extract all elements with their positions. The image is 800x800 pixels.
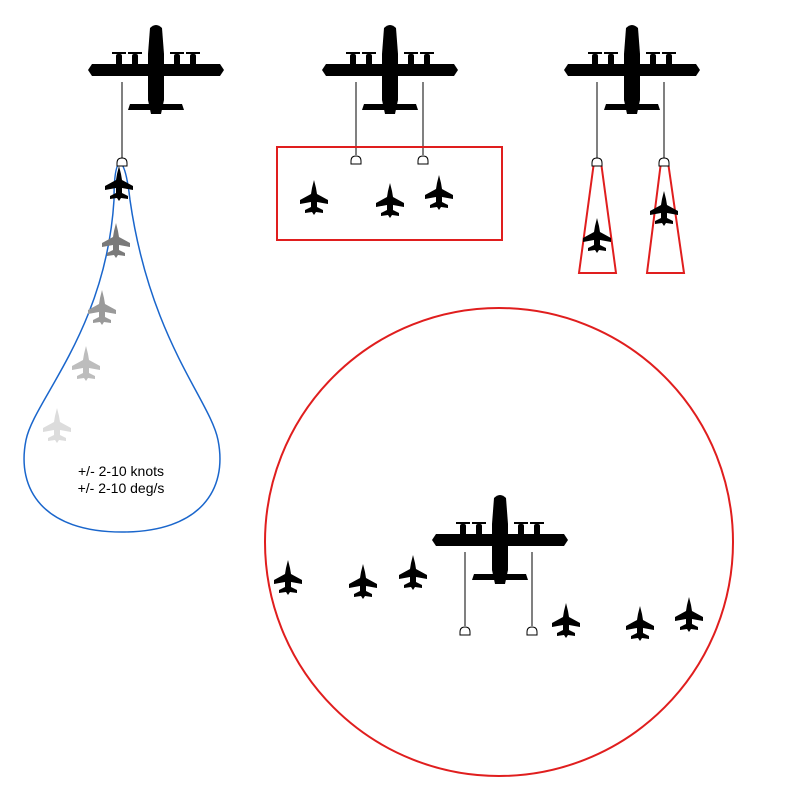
drogue-basket-icon xyxy=(658,157,670,167)
drogue-basket-icon xyxy=(350,155,362,165)
fighter-jet-icon xyxy=(349,564,377,599)
drogue-basket-icon xyxy=(591,157,603,167)
left-corridor xyxy=(577,161,618,274)
formation-circle xyxy=(264,307,734,777)
drogue-basket-icon xyxy=(417,155,429,165)
fighter-jet-icon xyxy=(552,603,580,638)
panel-corridors xyxy=(564,25,700,274)
tanker-aircraft-icon xyxy=(88,25,224,114)
fighter-jet-icon xyxy=(425,175,453,210)
fighter-jet-icon xyxy=(675,597,703,632)
drogue-basket-icon xyxy=(116,157,128,167)
tanker-aircraft-icon xyxy=(322,25,458,114)
speed-tolerance-label: +/- 2-10 knots xyxy=(78,463,164,479)
fighter-jet-icon xyxy=(300,180,328,215)
fighter-jet-icon xyxy=(274,560,302,595)
fighter-jet-icon xyxy=(399,555,427,590)
panel-single-point: +/- 2-10 knots +/- 2-10 deg/s xyxy=(23,25,224,533)
tanker-aircraft-icon xyxy=(564,25,700,114)
panel-box-formation xyxy=(276,25,503,241)
drogue-basket-icon xyxy=(526,626,538,636)
formation-box xyxy=(276,146,503,241)
fighter-jet-icon xyxy=(43,408,71,443)
turn-rate-tolerance-label: +/- 2-10 deg/s xyxy=(78,480,165,496)
fighter-jet-icon xyxy=(72,346,100,381)
fighter-jet-icon xyxy=(376,183,404,218)
fighter-jet-icon xyxy=(88,290,116,325)
tanker-aircraft-icon xyxy=(432,495,568,584)
drogue-basket-icon xyxy=(459,626,471,636)
panel-circular-formation xyxy=(264,307,734,777)
fighter-jet-icon xyxy=(583,218,611,253)
tolerance-envelope xyxy=(23,162,221,533)
fighter-jet-icon xyxy=(626,606,654,641)
